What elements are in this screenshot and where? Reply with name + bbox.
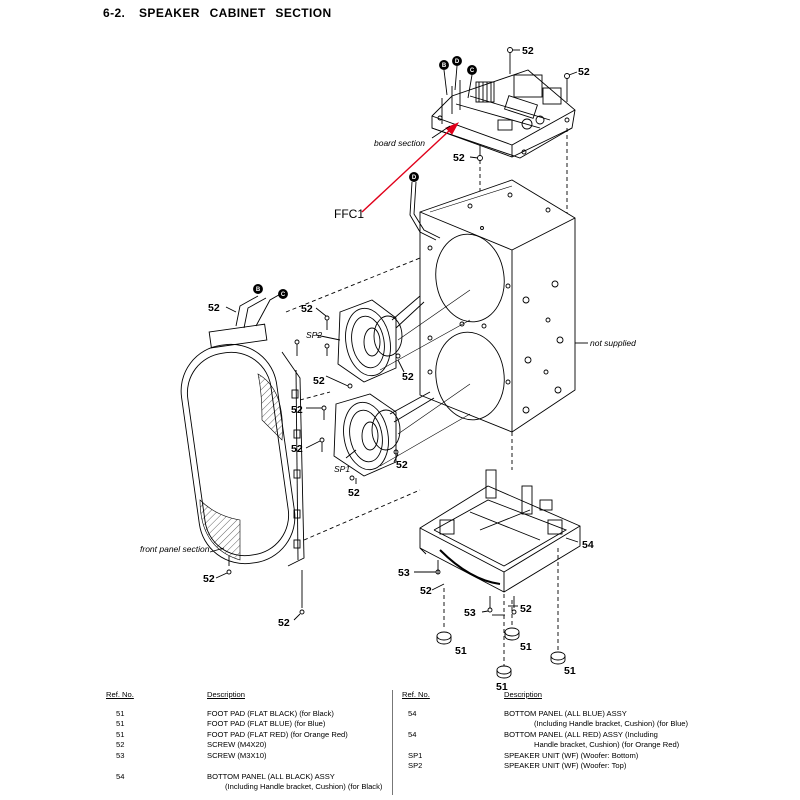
- connector-marker-b-front: [253, 284, 263, 294]
- callout-52-board-bottom: 52: [453, 152, 465, 164]
- table-row: SP1 SPEAKER UNIT (WF) (Woofer: Bottom): [402, 750, 638, 762]
- ffc1-arrow: [361, 122, 460, 213]
- table-description: SCREW (M3X10): [207, 750, 267, 760]
- marker-c-front: C: [281, 292, 286, 298]
- section-heading: 6-2. SPEAKER CABINET SECTION: [103, 6, 332, 20]
- table-row: (Including Handle bracket, Cushion) (for…: [106, 782, 382, 793]
- table-description: SCREW (M4X20): [207, 740, 267, 749]
- header-description-right: Description: [504, 690, 542, 699]
- leader-lines: [209, 125, 489, 621]
- header-description-left: Description: [207, 690, 245, 699]
- table-description: BOTTOM PANEL (ALL RED) ASSY (Including: [504, 729, 658, 739]
- marker-b-front: B: [256, 287, 261, 293]
- exploded-view-drawing: B D C D B C 52 52 52 board section FFC1 …: [140, 45, 636, 690]
- callout-52-bottom-right: 52: [520, 603, 532, 615]
- connector-markers-board: [439, 56, 477, 99]
- marker-d-board: D: [455, 59, 460, 65]
- speaker-cabinet-box: [409, 179, 576, 470]
- table-ref-no: 51: [116, 729, 125, 739]
- woofer-sp2: [337, 289, 471, 383]
- table-description: (Including Handle bracket, Cushion) (for…: [225, 782, 383, 791]
- header-ref-no-right: Ref. No.: [402, 690, 430, 699]
- table-row: SP2 SPEAKER UNIT (WF) (Woofer: Top): [402, 761, 626, 772]
- callout-52-sp1-right: 52: [396, 459, 408, 471]
- table-description: SPEAKER UNIT (WF) (Woofer: Bottom): [504, 750, 639, 760]
- table-description: BOTTOM PANEL (ALL BLUE) ASSY: [504, 708, 627, 718]
- table-row: [106, 761, 134, 772]
- callout-52-front-bottom: 52: [203, 573, 215, 585]
- marker-b-board: B: [442, 63, 447, 69]
- board-section-assembly: [431, 47, 578, 215]
- table-row: 54 BOTTOM PANEL (ALL BLACK) ASSY: [106, 771, 335, 783]
- callout-53-left: 53: [398, 567, 410, 579]
- header-ref-no-left: Ref. No.: [106, 690, 134, 699]
- callout-54: 54: [582, 539, 594, 551]
- section-number: 6-2.: [103, 6, 126, 20]
- callout-52-bottom-left: 52: [420, 585, 432, 597]
- callout-51-left: 51: [455, 645, 467, 657]
- callout-51-right: 51: [564, 665, 576, 677]
- label-sp2: SP2: [306, 330, 322, 340]
- callout-52-sp1-bottom: 52: [348, 487, 360, 499]
- callout-51-bottom: 51: [496, 681, 508, 690]
- table-description: BOTTOM PANEL (ALL BLACK) ASSY: [207, 771, 335, 781]
- table-ref-no: 54: [116, 771, 125, 781]
- table-ref-no: 52: [116, 740, 125, 749]
- table-ref-no: SP1: [408, 750, 423, 760]
- table-ref-no: SP2: [408, 761, 423, 770]
- callout-52-sp2-top: 52: [301, 303, 313, 315]
- table-column-divider: [392, 690, 393, 795]
- label-not-supplied: not supplied: [590, 338, 636, 348]
- label-board-section: board section: [374, 138, 425, 148]
- callout-52-sp1-top: 52: [291, 404, 303, 416]
- table-row: 52 SCREW (M4X20): [106, 740, 267, 751]
- table-row: (Including Handle bracket, Cushion) (for…: [402, 719, 688, 730]
- label-front-panel-section: front panel section: [140, 544, 210, 554]
- table-row: 53 SCREW (M3X10): [106, 750, 267, 762]
- bottom-panel-assembly: [419, 469, 581, 666]
- callout-52-front-base: 52: [278, 617, 290, 629]
- callout-52-front-top: 52: [208, 302, 220, 314]
- table-description: FOOT PAD (FLAT RED) (for Orange Red): [207, 729, 348, 739]
- label-ffc1: FFC1: [334, 207, 364, 221]
- table-row: Handle bracket, Cushion) (for Orange Red…: [402, 740, 679, 751]
- table-description: FOOT PAD (FLAT BLACK) (for Black): [207, 708, 334, 718]
- table-description: SPEAKER UNIT (WF) (Woofer: Top): [504, 761, 627, 770]
- table-ref-no: 54: [408, 708, 417, 718]
- callout-52-sp2-right: 52: [402, 371, 414, 383]
- callout-52-sp2-bottom: 52: [313, 375, 325, 387]
- table-ref-no: 54: [408, 729, 417, 739]
- table-ref-no: 51: [116, 708, 125, 718]
- callout-52-top: 52: [522, 45, 534, 57]
- callout-52-sp1-left: 52: [291, 443, 303, 455]
- callout-53-right: 53: [464, 607, 476, 619]
- section-title: SPEAKER CABINET SECTION: [139, 6, 332, 20]
- table-description: Handle bracket, Cushion) (for Orange Red…: [534, 740, 680, 749]
- table-row: 51 FOOT PAD (FLAT BLACK) (for Black): [106, 708, 334, 720]
- table-row: 51 FOOT PAD (FLAT RED) (for Orange Red): [106, 729, 348, 741]
- table-ref-no: 53: [116, 750, 125, 760]
- table-ref-no: 51: [116, 719, 125, 728]
- connector-marker-d-cable: [409, 172, 419, 182]
- foot-pads: [436, 627, 566, 679]
- speaker-screws: [319, 315, 401, 481]
- table-row: 51 FOOT PAD (FLAT BLUE) (for Blue): [106, 719, 325, 730]
- connector-marker-c-front: [278, 289, 288, 299]
- label-sp1: SP1: [334, 464, 350, 474]
- table-description: FOOT PAD (FLAT BLUE) (for Blue): [207, 719, 326, 728]
- table-row: 54 BOTTOM PANEL (ALL RED) ASSY (Including: [402, 729, 658, 741]
- table-row: 54 BOTTOM PANEL (ALL BLUE) ASSY: [402, 708, 627, 720]
- marker-c-board: C: [470, 68, 475, 74]
- table-description: (Including Handle bracket, Cushion) (for…: [534, 719, 689, 728]
- front-panel-assembly: [180, 257, 421, 615]
- marker-d-cable: D: [412, 175, 417, 181]
- callout-51-middle: 51: [520, 641, 532, 653]
- callout-52-board-right: 52: [578, 66, 590, 78]
